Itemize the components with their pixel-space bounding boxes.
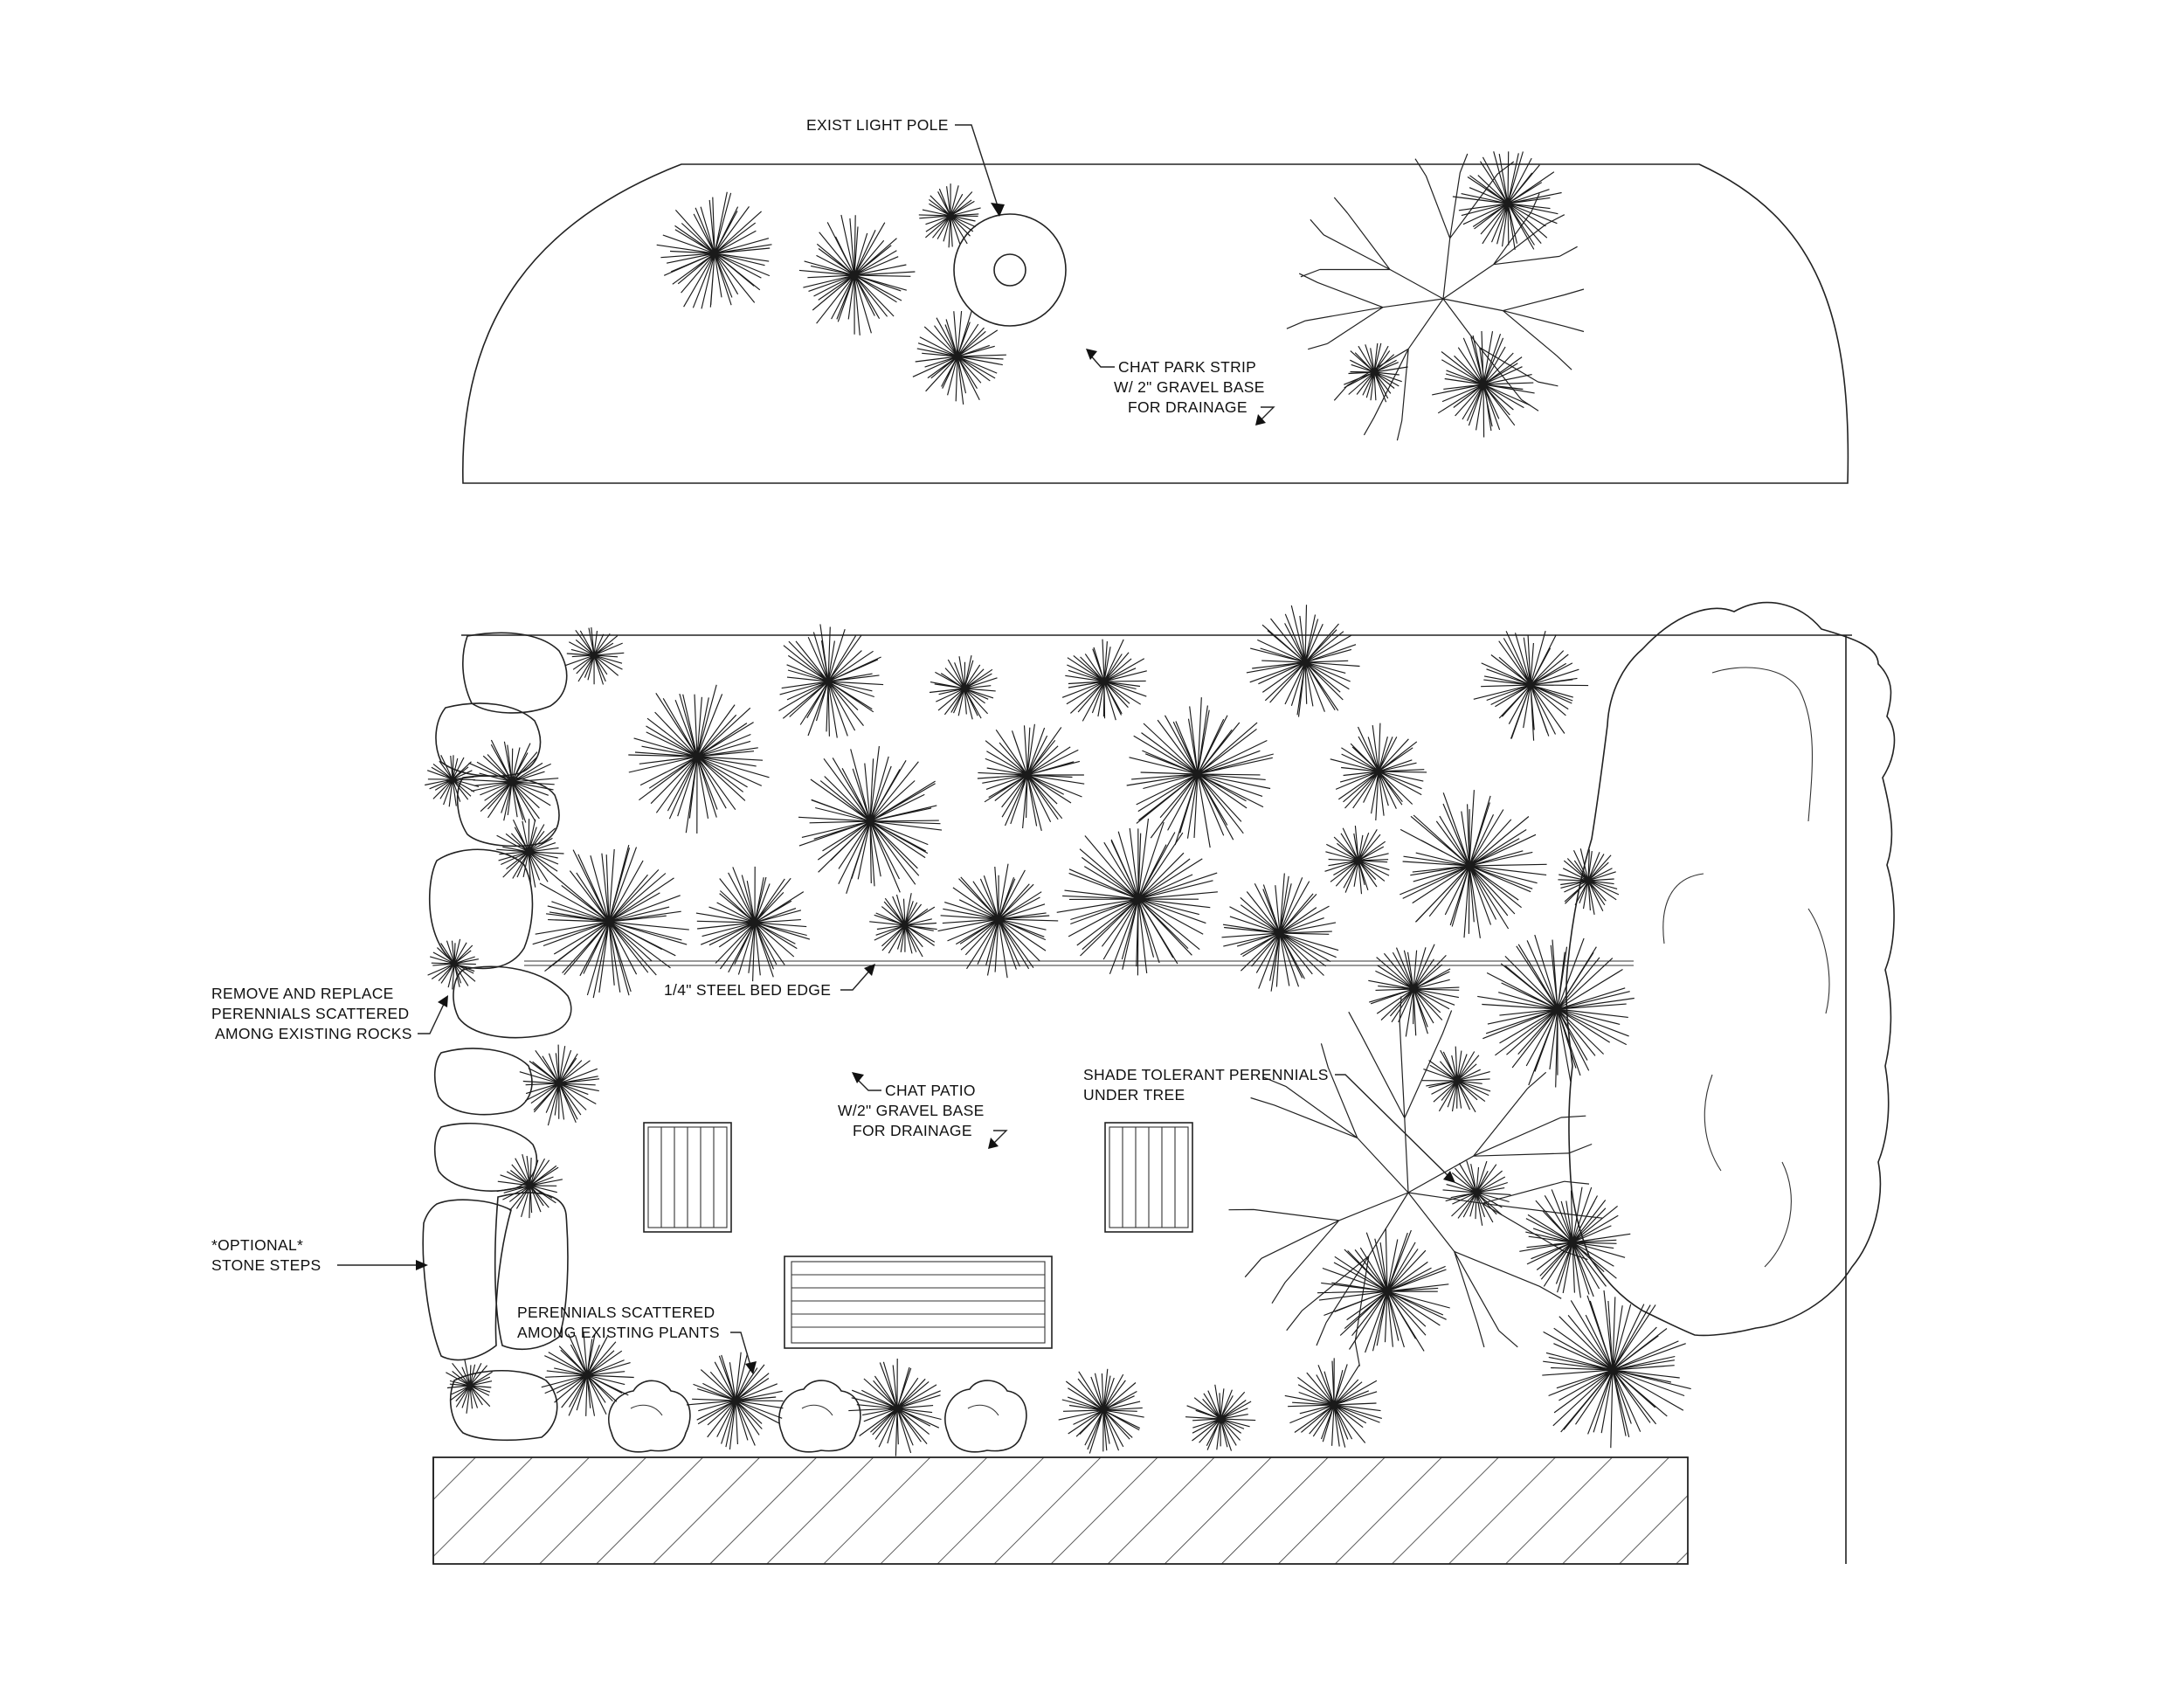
svg-text:FOR DRAINAGE: FOR DRAINAGE [1128,398,1248,416]
perennial-symbol [496,819,564,888]
svg-text:SHADE TOLERANT PERENNIALS: SHADE TOLERANT PERENNIALS [1083,1066,1329,1083]
perennial-symbol [427,938,480,990]
patio-area [461,634,1852,1564]
perennial-symbol [848,1358,942,1456]
perennial-symbol [1368,944,1460,1037]
perennial-symbol [869,893,937,958]
patio-chair-left [643,1122,732,1233]
perennial-symbol [1330,723,1427,821]
perennial-symbol [1221,873,1339,992]
perennial-symbol [1442,1160,1511,1226]
perennial-symbol [1344,342,1408,403]
light-pole-icon [953,213,1067,327]
label-steel-bed-edge: 1/4" STEEL BED EDGE [664,964,875,999]
perennial-symbol [1542,1290,1691,1449]
perennial-symbol [778,624,884,738]
perennial-symbol [541,1332,634,1416]
perennial-symbol [695,866,811,982]
svg-text:AMONG EXISTING PLANTS: AMONG EXISTING PLANTS [517,1324,720,1341]
label-stone-steps: *OPTIONAL* STONE STEPS [211,1236,428,1274]
svg-text:*OPTIONAL*: *OPTIONAL* [211,1236,303,1254]
small-shrubs [608,1380,1027,1453]
label-remove-replace: REMOVE AND REPLACE PERENNIALS SCATTERED … [211,985,448,1042]
label-shade-perennials: SHADE TOLERANT PERENNIALS UNDER TREE [1083,1066,1455,1183]
perennial-symbol [798,745,943,894]
perennial-symbol [1400,790,1547,938]
svg-text:W/ 2" GRAVEL BASE: W/ 2" GRAVEL BASE [1114,378,1265,396]
park-strip-outline [462,163,1849,484]
stone-step [422,1199,512,1361]
perennial-symbol [1126,697,1274,848]
perennial-symbol [1477,934,1635,1088]
label-light-pole: EXIST LIGHT POLE [806,116,1005,217]
svg-text:W/2" GRAVEL BASE: W/2" GRAVEL BASE [838,1102,985,1119]
perennial-symbol [1452,151,1562,250]
perennial-symbol [425,754,480,807]
label-park-strip: CHAT PARK STRIP W/ 2" GRAVEL BASE FOR DR… [1086,349,1275,425]
svg-text:UNDER TREE: UNDER TREE [1083,1086,1185,1103]
svg-text:CHAT PARK STRIP: CHAT PARK STRIP [1118,358,1256,376]
perennial-symbol [656,191,772,309]
tree-branch-symbol [1228,996,1603,1366]
svg-text:1/4" STEEL BED EDGE: 1/4" STEEL BED EDGE [664,981,831,999]
perennial-symbol [937,863,1059,979]
svg-text:PERENNIALS SCATTERED: PERENNIALS SCATTERED [211,1005,409,1022]
perennial-symbol [918,183,981,248]
label-chat-patio: CHAT PATIO W/2" GRAVEL BASE FOR DRAINAGE [838,1072,1008,1149]
perennial-symbol [1317,1228,1450,1353]
svg-text:EXIST LIGHT POLE: EXIST LIGHT POLE [806,116,949,134]
svg-text:STONE STEPS: STONE STEPS [211,1256,321,1274]
hatched-structure [432,1456,1689,1565]
perennial-symbol [1056,818,1218,976]
perennial-symbol [1284,1358,1382,1448]
perennial-symbol [532,844,689,999]
perennial-symbol [468,739,559,823]
existing-rocks [428,632,572,1442]
svg-text:AMONG EXISTING ROCKS: AMONG EXISTING ROCKS [215,1025,412,1042]
perennial-symbol [1324,826,1390,895]
perennial-symbol [912,310,1006,405]
perennial-symbol [1558,848,1620,916]
perennial-symbol [798,214,916,336]
perennial-symbol [929,654,998,720]
patio-bench [784,1256,1053,1349]
perennial-symbol [1058,1368,1144,1454]
patio-chair-right [1104,1122,1193,1233]
perennial-symbol [686,1352,784,1450]
label-perennials-plants: PERENNIALS SCATTERED AMONG EXISTING PLAN… [517,1304,757,1374]
perennial-symbol [1421,1046,1491,1113]
svg-text:CHAT PATIO: CHAT PATIO [885,1082,976,1099]
svg-text:PERENNIALS SCATTERED: PERENNIALS SCATTERED [517,1304,715,1321]
perennial-symbol [1519,1186,1631,1298]
perennial-symbol [628,684,770,834]
perennial-symbol [977,723,1085,832]
perennial-symbol [1473,630,1589,741]
perennial-symbol [1432,330,1535,438]
large-tree-canopy [1565,601,1896,1337]
perennial-symbol [1185,1384,1256,1451]
perennial-symbol [519,1044,600,1126]
svg-text:FOR DRAINAGE: FOR DRAINAGE [853,1122,972,1139]
perennial-symbol [1246,605,1360,717]
svg-text:REMOVE AND REPLACE: REMOVE AND REPLACE [211,985,394,1002]
perennial-symbol [564,627,625,685]
perennial-symbol [446,1359,493,1414]
perennial-symbols [425,151,1691,1456]
deciduous-trees [1228,153,1603,1366]
perennial-symbol [496,1153,563,1219]
perennial-symbol [1061,639,1147,722]
